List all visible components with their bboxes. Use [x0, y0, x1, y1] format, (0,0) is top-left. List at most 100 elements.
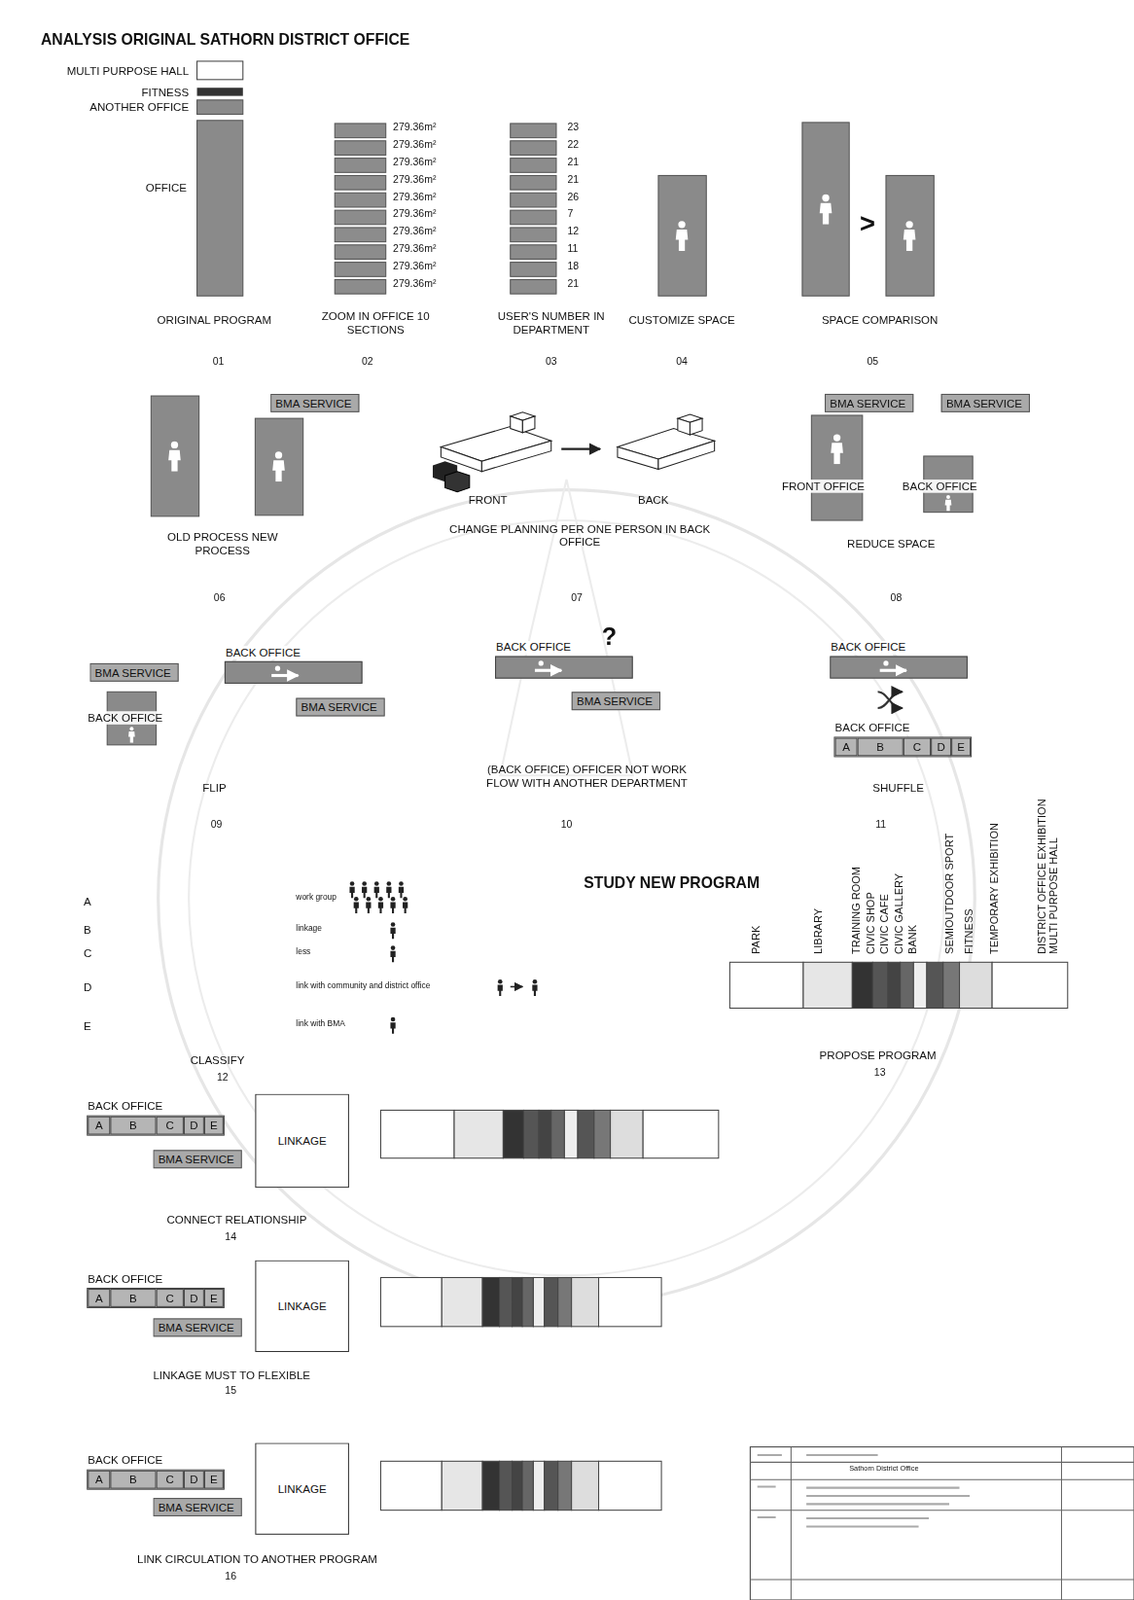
program-cell	[610, 1109, 644, 1158]
department-cell: A	[87, 1288, 110, 1308]
program-cell	[992, 961, 1068, 1008]
service-box: BMA SERVICE	[270, 393, 359, 413]
program-cell	[558, 1460, 572, 1510]
office-bar: BACK OFFICEABCDE	[833, 736, 972, 757]
person-figure	[366, 896, 372, 902]
title-block	[749, 1447, 1134, 1600]
service-box: BMA SERVICE	[295, 698, 385, 717]
office-section	[334, 279, 386, 294]
department-cell: D	[183, 1116, 205, 1135]
process-arrow	[561, 448, 601, 451]
step-number: 08	[890, 591, 903, 604]
program-cell	[454, 1109, 503, 1158]
department-cell: B	[109, 1288, 156, 1308]
text-label: CHANGE PLANNING PER ONE PERSON IN BACK O…	[441, 522, 717, 550]
text-label: 279.36m²	[392, 190, 436, 204]
node-text: A	[842, 741, 851, 754]
text-label: C	[83, 947, 92, 961]
office-section	[334, 227, 386, 243]
node-text: B	[876, 741, 885, 754]
text-label: CLASSIFY	[190, 1054, 246, 1068]
program-cell	[900, 961, 915, 1008]
node-text: D	[189, 1119, 198, 1133]
space-block	[802, 122, 850, 296]
step-number: 11	[875, 817, 886, 831]
program-cell	[532, 1276, 544, 1326]
program-label: CIVIC GALLERY	[892, 873, 905, 955]
program-cell	[499, 1460, 513, 1510]
program-cell	[522, 1276, 533, 1326]
office-section	[334, 158, 386, 174]
text-label: 279.36m²	[392, 260, 436, 274]
program-cell	[943, 961, 960, 1008]
service-box: BMA SERVICE	[152, 1317, 242, 1337]
department-cell: A	[87, 1470, 110, 1489]
department-bar	[510, 227, 557, 243]
text-label: work group	[295, 892, 337, 903]
person-arrow	[534, 669, 562, 673]
department-bar	[510, 262, 557, 278]
node-text: BMA SERVICE	[829, 396, 906, 410]
step-number: 12	[216, 1071, 229, 1085]
text-label: less	[295, 947, 311, 957]
person-arrow	[883, 660, 888, 666]
node-text: C	[166, 1473, 175, 1487]
node-text: BACK OFFICE	[86, 1453, 164, 1468]
step-number: 21	[567, 156, 580, 170]
node-text: BMA SERVICE	[275, 396, 352, 410]
linkage-box: LINKAGE	[254, 1260, 350, 1352]
space-block	[254, 418, 303, 516]
department-cell: A	[834, 737, 857, 756]
step-number: 07	[570, 591, 583, 604]
sheet-title: ANALYSIS ORIGINAL SATHORN DISTRICT OFFIC…	[40, 30, 410, 48]
bar-fill	[495, 656, 634, 679]
text-label: ?	[602, 622, 617, 652]
linkage-box: LINKAGE	[254, 1094, 350, 1189]
step-number: 04	[675, 354, 688, 368]
department-bar	[510, 192, 557, 208]
department-cell: C	[903, 737, 931, 756]
program-cell	[594, 1109, 611, 1158]
program-cell	[729, 961, 804, 1008]
text-label: CUSTOMIZE SPACE	[628, 313, 735, 327]
step-number: 21	[567, 277, 580, 290]
node-text: LINKAGE	[278, 1482, 327, 1495]
program-cell	[551, 1109, 566, 1158]
office-bar: BACK OFFICEABCDE	[86, 1469, 225, 1490]
text-label: Sathorn District Office	[849, 1463, 919, 1473]
program-bar	[197, 120, 244, 296]
program-cell	[441, 1276, 483, 1326]
step-number: 05	[866, 354, 879, 368]
person-figure	[390, 945, 396, 951]
person-figure	[389, 927, 395, 940]
program-cell	[571, 1276, 600, 1326]
department-cell: B	[109, 1470, 156, 1489]
program-cell	[571, 1460, 600, 1510]
service-box: BMA SERVICE	[824, 393, 914, 413]
office-section	[334, 210, 386, 225]
program-label: DISTRICT OFFICE EXHIBITION MULTI PURPOSE…	[1035, 775, 1060, 955]
watermark-seal	[188, 520, 945, 1276]
program-cell	[872, 961, 888, 1008]
program-cell	[380, 1109, 455, 1158]
program-label: TRAINING ROOM	[850, 866, 862, 955]
iso-cube	[689, 418, 703, 435]
node-text: BACK OFFICE	[224, 645, 302, 660]
text-label: REDUCE SPACE	[847, 537, 935, 552]
space-block	[150, 395, 199, 517]
program-label: BANK	[907, 924, 920, 955]
office-bar: BACK OFFICE	[829, 656, 968, 679]
node-text: E	[210, 1119, 218, 1133]
program-label: CIVIC SHOP	[865, 891, 878, 955]
node-text: BMA SERVICE	[158, 1321, 235, 1335]
text-label: link with community and district office	[295, 980, 430, 991]
node-text: BACK OFFICE	[495, 640, 572, 655]
text-label: (BACK OFFICE) OFFICER NOT WORK FLOW WITH…	[479, 763, 694, 791]
node-text: BACK OFFICE	[829, 640, 907, 655]
space-block	[811, 415, 862, 521]
program-cell	[538, 1109, 552, 1158]
department-bar	[510, 123, 557, 139]
program-cell	[887, 961, 901, 1008]
department-cell: D	[183, 1470, 205, 1489]
space-block	[658, 175, 707, 296]
